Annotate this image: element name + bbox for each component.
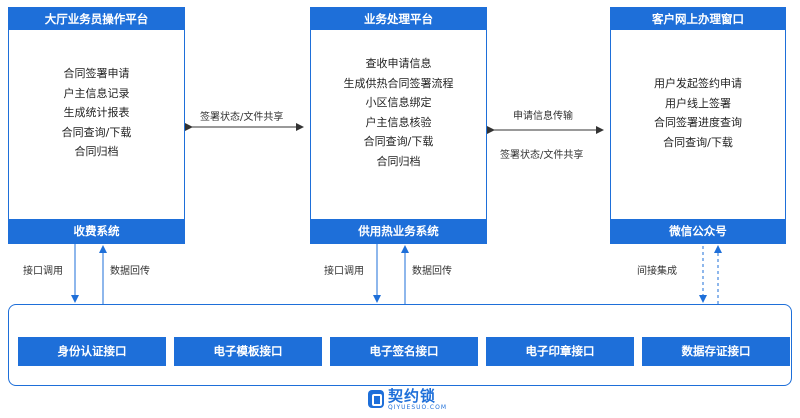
online-window-panel: 客户网上办理窗口 用户发起签约申请 用户线上签署 合同签署进度查询 合同查询/下… (610, 7, 786, 244)
left-call-label: 接口调用 (23, 266, 63, 277)
function-item: 合同签署进度查询 (654, 116, 742, 129)
business-platform-title: 业务处理平台 (311, 8, 486, 30)
function-item: 合同查询/下载 (363, 135, 434, 148)
business-platform-functions: 查收申请信息 生成供热合同签署流程 小区信息绑定 户主信息核验 合同查询/下载 … (311, 54, 486, 171)
middle-right-top-label: 申请信息传输 (513, 111, 573, 122)
function-item: 户主信息核验 (365, 115, 432, 129)
function-item: 生成供热合同签署流程 (343, 76, 454, 90)
e-seal-interface: 电子印章接口 (486, 337, 634, 366)
middle-right-bottom-label: 签署状态/文件共享 (500, 150, 584, 161)
function-item: 合同签署申请 (63, 67, 130, 80)
online-window-functions: 用户发起签约申请 用户线上签署 合同签署进度查询 合同查询/下载 (611, 74, 785, 152)
function-item: 用户发起签约申请 (654, 77, 742, 90)
heating-business-system-label: 供用热业务系统 (311, 219, 486, 243)
function-item: 查收申请信息 (365, 57, 432, 70)
brand-logo: 契约锁 QIYUESUO.COM (362, 386, 454, 412)
operator-platform-functions: 合同签署申请 户主信息记录 生成统计报表 合同查询/下载 合同归档 (9, 64, 184, 162)
data-evidence-interface: 数据存证接口 (642, 337, 790, 366)
function-item: 合同查询/下载 (61, 125, 132, 139)
operator-platform-title: 大厅业务员操作平台 (9, 8, 184, 30)
logo-name: 契约锁 (388, 386, 437, 405)
function-item: 小区信息绑定 (365, 96, 432, 109)
right-indirect-label: 间接集成 (637, 266, 677, 277)
operator-platform-panel: 大厅业务员操作平台 合同签署申请 户主信息记录 生成统计报表 合同查询/下载 合… (8, 7, 185, 244)
online-window-title: 客户网上办理窗口 (611, 8, 785, 30)
wechat-account-label: 微信公众号 (611, 219, 785, 243)
lock-logo-icon (368, 390, 384, 408)
left-return-label: 数据回传 (110, 266, 150, 277)
function-item: 合同归档 (376, 154, 421, 168)
template-interface: 电子模板接口 (174, 337, 322, 366)
e-signature-interface: 电子签名接口 (330, 337, 478, 366)
function-item: 合同查询/下载 (663, 135, 733, 149)
left-middle-label: 签署状态/文件共享 (200, 112, 284, 123)
function-item: 生成统计报表 (63, 106, 130, 119)
middle-return-label: 数据回传 (412, 266, 452, 277)
logo-domain: QIYUESUO.COM (388, 403, 448, 411)
business-platform-panel: 业务处理平台 查收申请信息 生成供热合同签署流程 小区信息绑定 户主信息核验 合… (310, 7, 487, 244)
billing-system-label: 收费系统 (9, 219, 184, 243)
function-item: 用户线上签署 (665, 96, 731, 110)
function-item: 户主信息记录 (63, 86, 130, 100)
middle-call-label: 接口调用 (324, 266, 364, 277)
identity-auth-interface: 身份认证接口 (18, 337, 166, 366)
function-item: 合同归档 (74, 145, 119, 158)
